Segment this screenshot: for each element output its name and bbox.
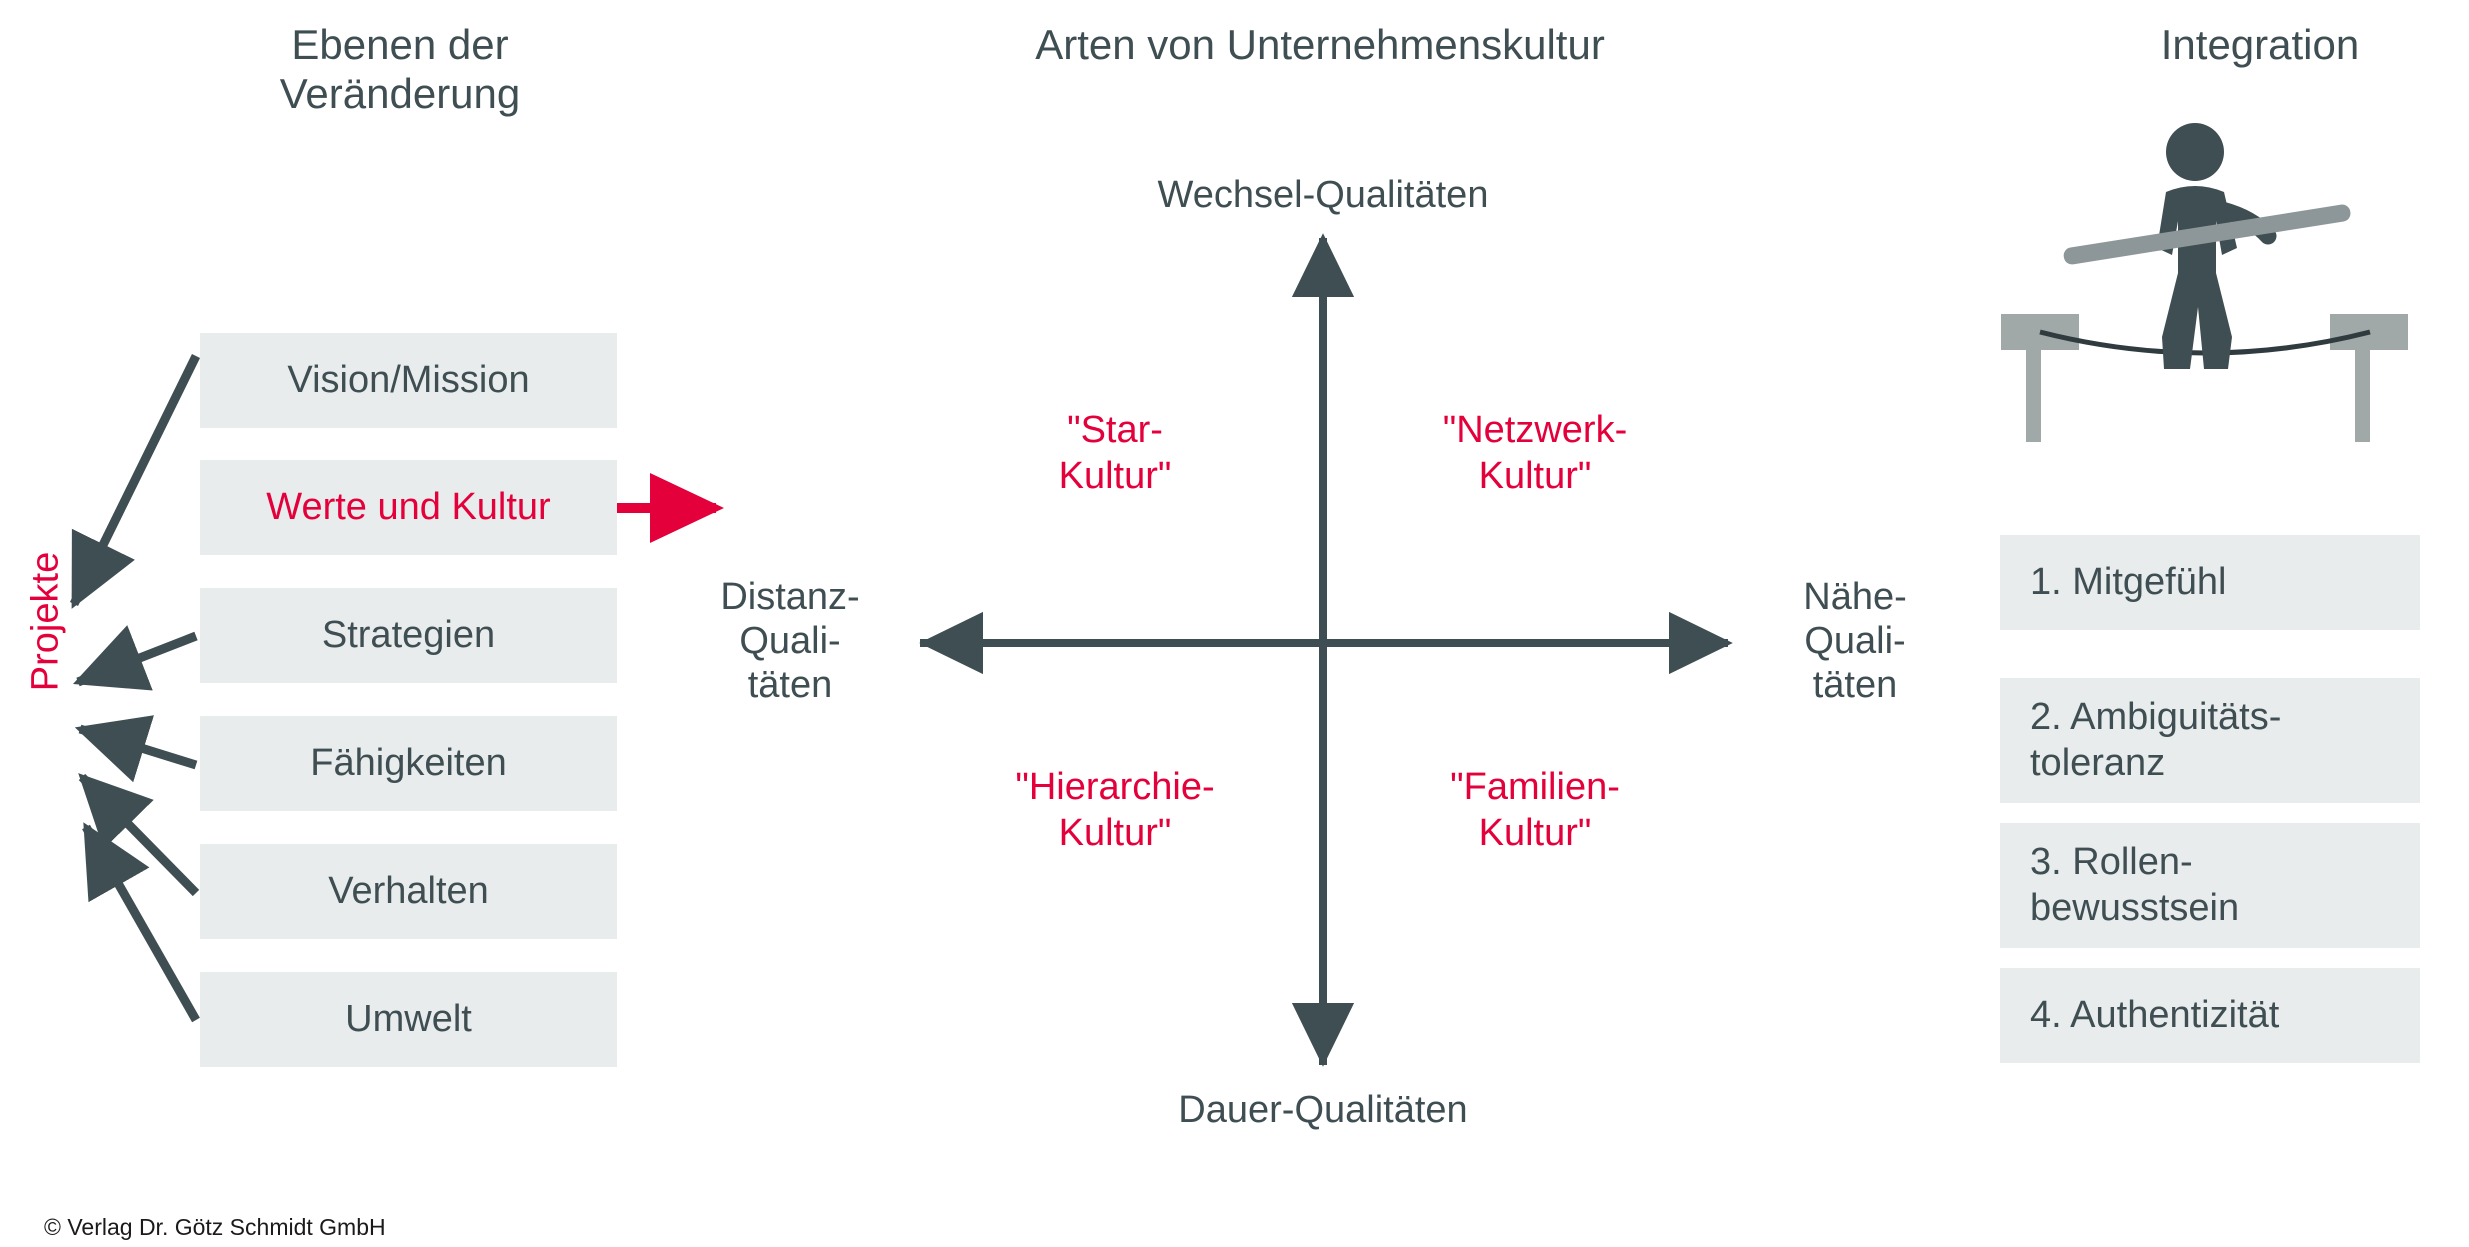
tightrope-walker-icon <box>2001 123 2408 442</box>
axis-label-top: Wechsel-Qualitäten <box>1157 174 1489 216</box>
integration-item-label: 3. Rollen- bewusstsein <box>2030 840 2240 929</box>
axis-label-bottom: Dauer-Qualitäten <box>1178 1089 1468 1131</box>
level-box-label: Werte und Kultur <box>266 486 551 528</box>
quadrant-label-star-kultur: "Star- Kultur" <box>1058 409 1172 497</box>
quadrant-label-hierarchie-kultur: "Hierarchie- Kultur" <box>1015 766 1215 854</box>
quadrant-label-familien-kultur: "Familien- Kultur" <box>1450 766 1620 854</box>
level-box-label: Verhalten <box>328 870 489 912</box>
integration-item-label: 1. Mitgefühl <box>2030 560 2227 603</box>
level-box-label: Umwelt <box>345 998 472 1040</box>
axis-label-right: Nähe- Quali- täten <box>1803 576 1907 707</box>
level-box-werte-und-kultur[interactable]: Werte und Kultur <box>200 460 617 555</box>
axis-label-left: Distanz- Quali- täten <box>720 576 860 707</box>
level-box-label: Strategien <box>321 614 496 656</box>
level-box-vision-mission[interactable]: Vision/Mission <box>200 333 617 428</box>
projekte-converging-arrows <box>69 354 201 1023</box>
integration-item-4[interactable]: 4. Authentizität <box>2000 968 2420 1063</box>
level-box-strategien[interactable]: Strategien <box>200 588 617 683</box>
level-box-verhalten[interactable]: Verhalten <box>200 844 617 939</box>
integration-item-3[interactable]: 3. Rollen- bewusstsein <box>2000 823 2420 948</box>
arrow-faehigkeiten-to-projekte <box>74 715 198 783</box>
integration-item-label: 4. Authentizität <box>2030 993 2280 1036</box>
level-box-label: Vision/Mission <box>287 359 530 401</box>
arrow-vision-to-projekte <box>69 354 201 609</box>
right-panel-title: Integration <box>2160 21 2360 68</box>
left-panel-title: Ebenen der Veränderung <box>279 21 521 118</box>
middle-panel-title: Arten von Unternehmenskultur <box>1035 21 1605 68</box>
level-box-faehigkeiten[interactable]: Fähigkeiten <box>200 716 617 811</box>
integration-item-1[interactable]: 1. Mitgefühl <box>2000 535 2420 630</box>
arrow-strategien-to-projekte <box>72 625 198 691</box>
projekte-label: Projekte <box>24 551 67 692</box>
level-box-label: Fähigkeiten <box>310 742 507 784</box>
level-box-umwelt[interactable]: Umwelt <box>200 972 617 1067</box>
integration-item-2[interactable]: 2. Ambiguitäts- toleranz <box>2000 678 2420 803</box>
arrow-umwelt-to-projekte <box>82 822 200 1023</box>
copyright-notice: © Verlag Dr. Götz Schmidt GmbH <box>44 1214 386 1240</box>
arrow-verhalten-to-projekte <box>78 773 200 897</box>
integration-item-label: 2. Ambiguitäts- toleranz <box>2030 695 2282 784</box>
quadrant-label-netzwerk-kultur: "Netzwerk- Kultur" <box>1442 409 1628 497</box>
